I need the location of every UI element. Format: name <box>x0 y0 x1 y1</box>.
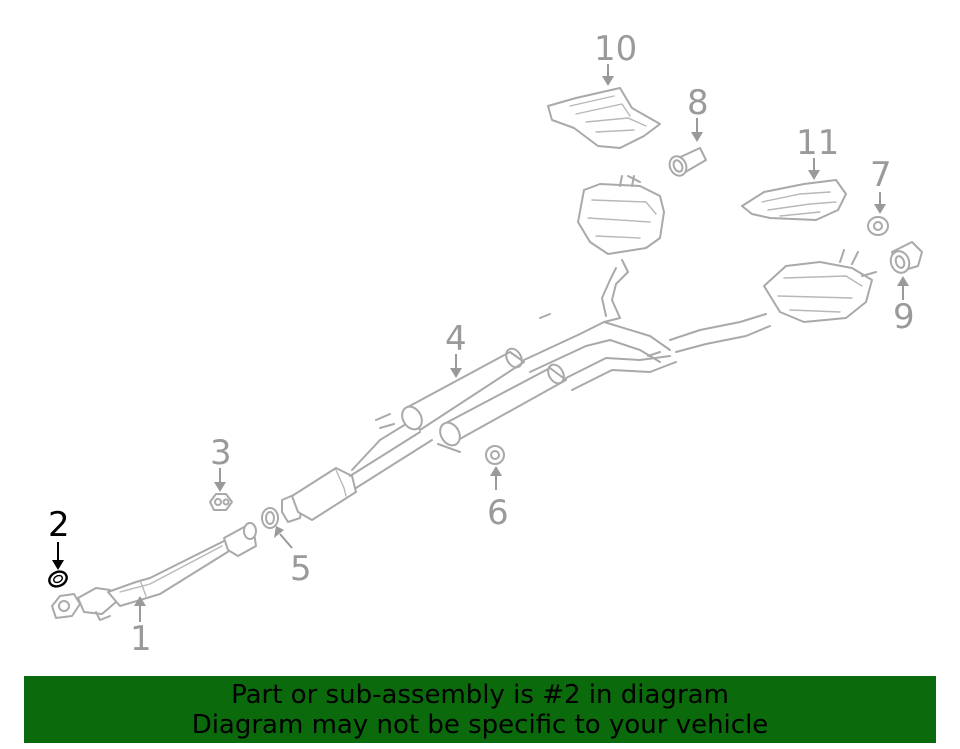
callout-3[interactable]: 3 <box>210 433 232 473</box>
callout-1[interactable]: 1 <box>130 619 152 659</box>
part-7-insulator[interactable] <box>867 216 889 236</box>
callout-11[interactable]: 11 <box>796 123 839 163</box>
part-6-insulator[interactable] <box>485 445 505 465</box>
part-1-front-pipe[interactable] <box>51 522 257 621</box>
callout-2[interactable]: 2 <box>48 505 70 545</box>
callout-8[interactable]: 8 <box>687 83 709 123</box>
callout-9[interactable]: 9 <box>893 297 915 337</box>
callout-7[interactable]: 7 <box>870 155 892 195</box>
callout-4[interactable]: 4 <box>445 319 467 359</box>
part-4-intermediate-pipe[interactable] <box>281 175 877 523</box>
part-5-gasket[interactable] <box>261 507 279 529</box>
part-8-tip[interactable] <box>667 147 707 178</box>
banner-line-1: Part or sub-assembly is #2 in diagram <box>231 679 729 710</box>
part-11-heat-shield[interactable] <box>741 179 847 221</box>
callout-5[interactable]: 5 <box>290 549 312 589</box>
part-3-hanger[interactable] <box>209 493 233 511</box>
info-banner: Part or sub-assembly is #2 in diagram Di… <box>24 676 936 743</box>
part-9-tip[interactable] <box>888 241 923 275</box>
exhaust-system-diagram: 1 2 3 4 5 6 7 8 9 10 11 <box>47 29 923 659</box>
part-10-heat-shield[interactable] <box>547 87 661 149</box>
banner-line-2: Diagram may not be specific to your vehi… <box>191 709 769 740</box>
callout-arrows <box>52 64 909 622</box>
part-2-gasket[interactable] <box>47 569 69 589</box>
callout-6[interactable]: 6 <box>487 493 509 533</box>
callout-10[interactable]: 10 <box>594 29 637 69</box>
